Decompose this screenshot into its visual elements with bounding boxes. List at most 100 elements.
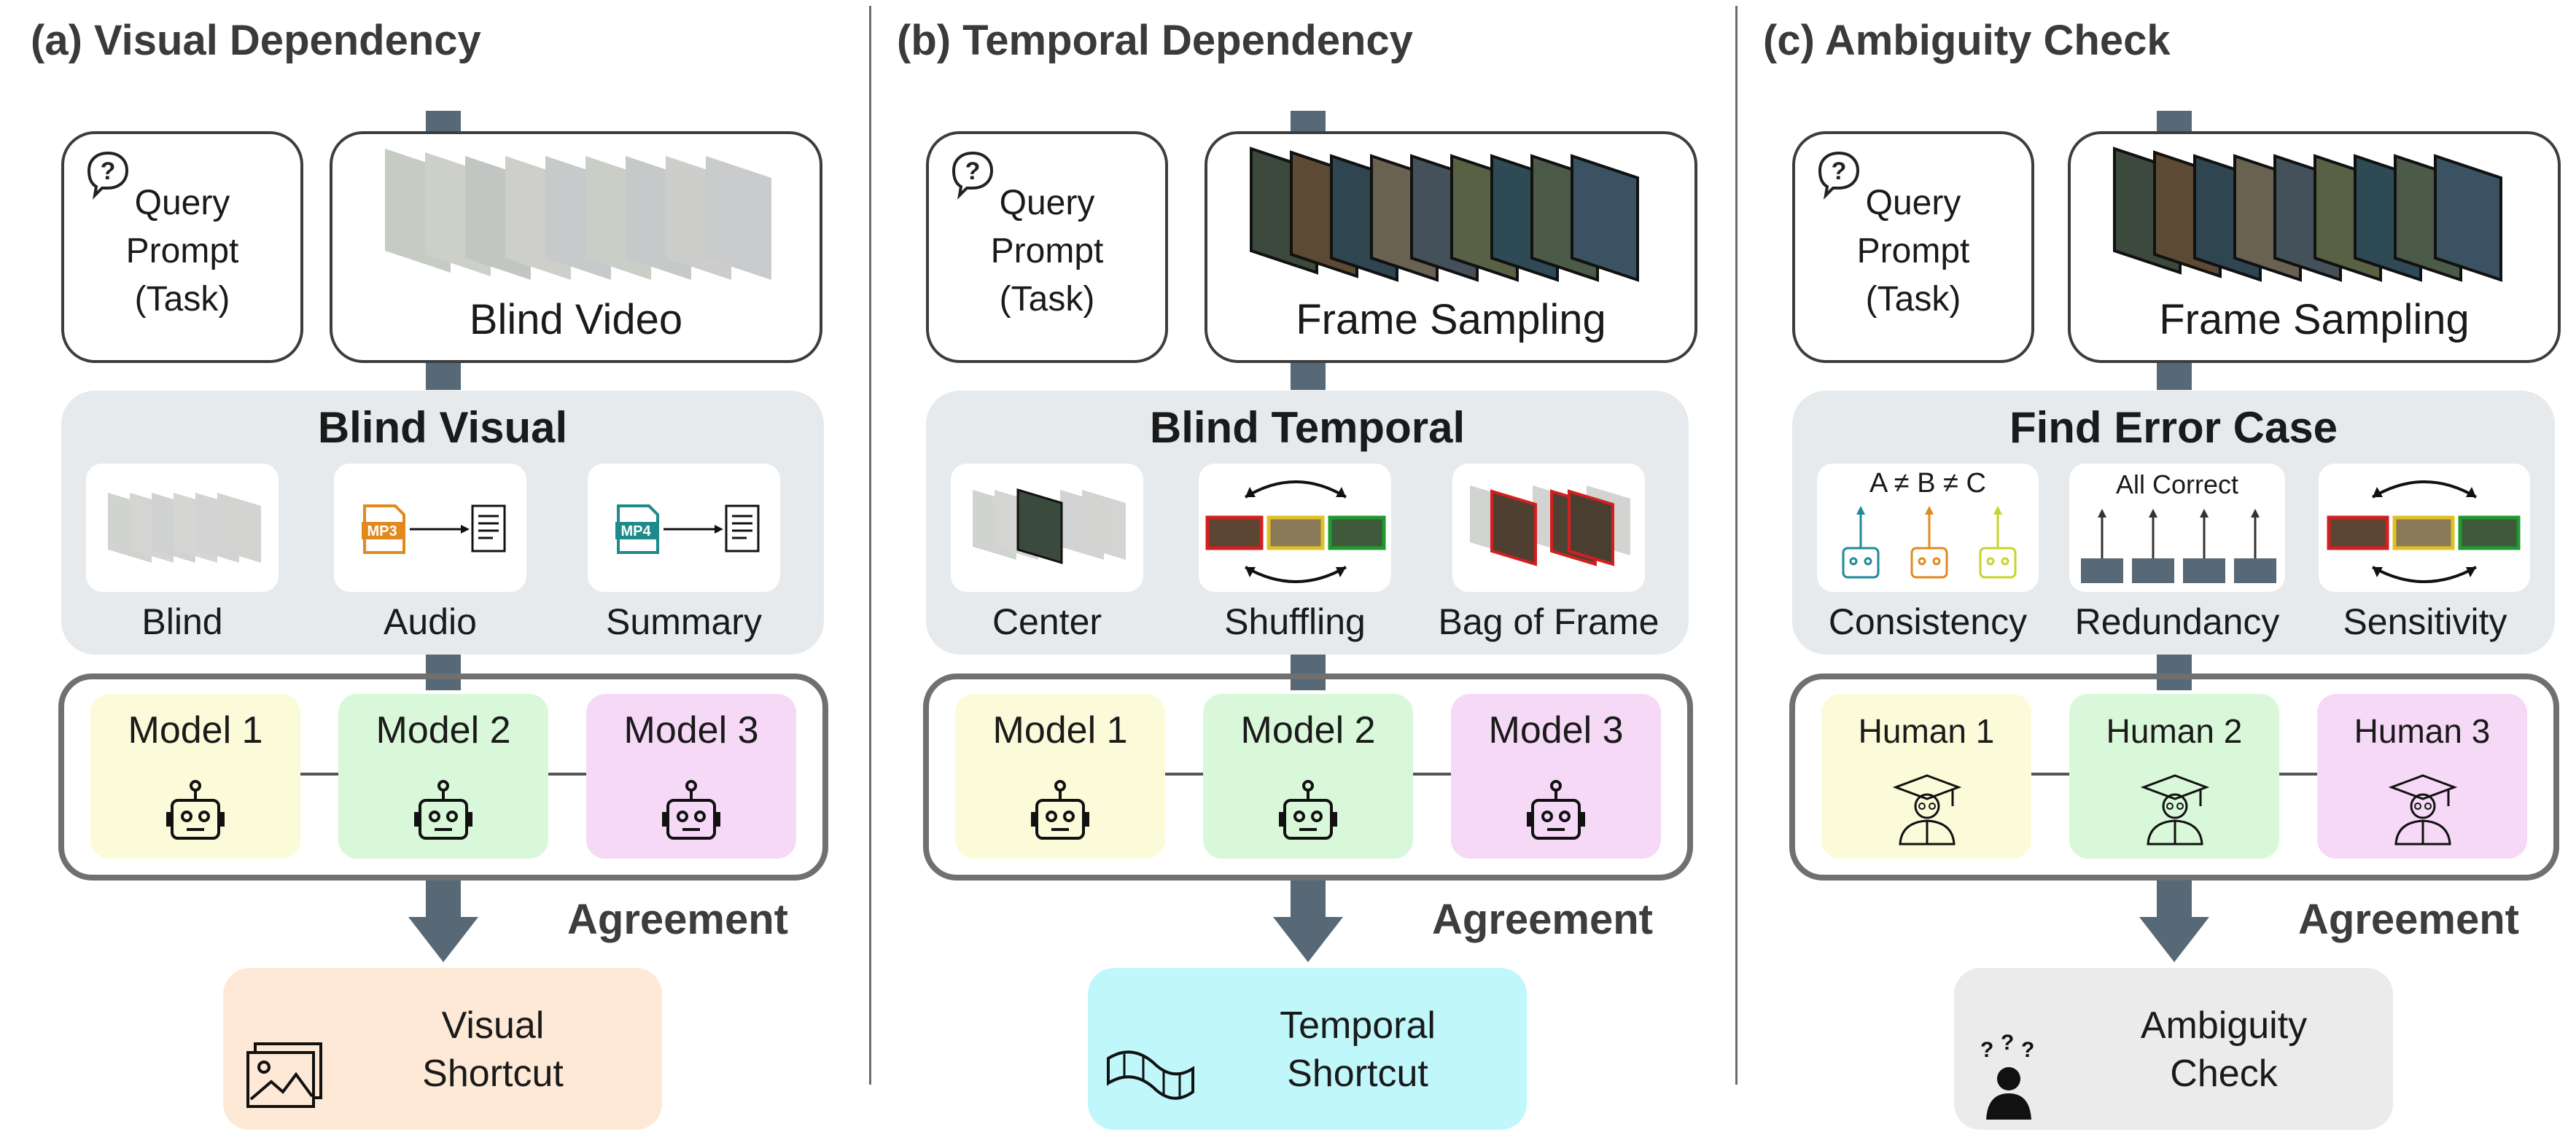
connector-line [548, 773, 589, 776]
panel-title: (a) Visual Dependency [31, 17, 481, 64]
graduate-icon [2388, 774, 2458, 846]
model-card-1: Model 1 [90, 694, 300, 859]
svg-text:?: ? [1832, 157, 1847, 185]
panel-ambiguity-check: (c) Ambiguity Check ? Query Prompt (Task… [1729, 0, 2576, 1132]
human-label: Human 3 [2354, 712, 2491, 750]
output-line: Shortcut [422, 1053, 564, 1095]
model-label: Model 3 [1488, 709, 1624, 752]
svg-text:?: ? [1980, 1038, 1993, 1062]
svg-text:?: ? [101, 157, 116, 185]
output-line: Visual [441, 1004, 545, 1047]
model-label: Model 1 [992, 709, 1128, 752]
evaluator-frame [1789, 674, 2559, 881]
flow-pipe [1291, 879, 1326, 918]
flow-pipe [2157, 879, 2192, 918]
query-prompt-box: ? Query Prompt (Task) [926, 131, 1168, 363]
query-line: Query [999, 184, 1095, 222]
method-card-summary: MP4 [588, 464, 780, 592]
swap-arrows-icon [2327, 480, 2521, 583]
model-card-2: Model 2 [1203, 694, 1413, 859]
svg-text:?: ? [2001, 1031, 2014, 1055]
video-label: Frame Sampling [1296, 296, 1606, 343]
svg-text:?: ? [965, 157, 981, 185]
flow-pipe [426, 361, 461, 390]
query-text: Query Prompt (Task) [929, 179, 1165, 324]
evaluator-frame [58, 674, 828, 881]
blind-temporal-stage: Blind Temporal Center [926, 391, 1689, 655]
method-label: Sensitivity [2343, 601, 2507, 642]
output-text: Temporal Shortcut [1212, 1002, 1503, 1098]
method-card-center [951, 464, 1143, 592]
panel-temporal-dependency: (b) Temporal Dependency ? Query Prompt (… [865, 0, 1732, 1132]
sampled-frames-illustration [1250, 147, 1639, 282]
consistency-formula: A ≠ B ≠ C [1869, 468, 1986, 499]
video-label: Blind Video [469, 296, 683, 343]
video-box: Frame Sampling [2068, 131, 2561, 363]
connector-line [2031, 773, 2078, 776]
flow-pipe [2157, 111, 2192, 133]
method-label: Shuffling [1224, 601, 1366, 642]
robot-icon [1527, 780, 1585, 840]
video-to-text-icon: MP4 [615, 504, 760, 554]
panel-title: (c) Ambiguity Check [1763, 17, 2171, 64]
query-line: Query [134, 184, 230, 222]
method-card-bag-of-frame [1452, 464, 1645, 592]
human-label: Human 2 [2106, 712, 2243, 750]
query-prompt-box: ? Query Prompt (Task) [1792, 131, 2034, 363]
panel-divider [869, 6, 871, 1085]
model-card-2: Model 2 [338, 694, 548, 859]
image-icon [246, 1042, 322, 1108]
model-label: Model 2 [375, 709, 511, 752]
flow-pipe [1291, 361, 1326, 390]
blind-frames-icon [108, 493, 261, 563]
method-card-consistency: A ≠ B ≠ C [1817, 464, 2039, 592]
query-line: (Task) [999, 280, 1095, 319]
speech-bubble-question-icon: ? [952, 151, 994, 200]
query-prompt-box: ? Query Prompt (Task) [61, 131, 303, 363]
all-correct-bars-icon [2081, 509, 2276, 583]
query-line: Prompt [990, 232, 1104, 270]
flow-pipe [2157, 654, 2192, 690]
flow-pipe [426, 111, 461, 133]
speech-bubble-question-icon: ? [1818, 151, 1860, 200]
query-line: Prompt [1856, 232, 1970, 270]
robots-disagree-icon [1842, 506, 2017, 579]
sampled-frames-illustration [2113, 147, 2502, 282]
connector-line [300, 773, 347, 776]
query-text: Query Prompt (Task) [64, 179, 300, 324]
robot-icon [414, 780, 472, 840]
connector-line [1413, 773, 1454, 776]
film-strip-icon [1107, 1050, 1194, 1100]
flow-pipe [1291, 111, 1326, 133]
agreement-label: Agreement [567, 896, 788, 943]
graduate-icon [1892, 774, 1962, 846]
stage-title: Find Error Case [2009, 403, 2338, 452]
connector-line [1165, 773, 1212, 776]
method-card-audio: MP3 [334, 464, 526, 592]
method-label: Consistency [1828, 601, 2028, 642]
method-label: Summary [606, 601, 762, 642]
bag-of-frames-icon [1470, 485, 1630, 566]
robot-icon [662, 780, 720, 840]
model-label: Model 1 [128, 709, 263, 752]
svg-text:?: ? [2021, 1038, 2034, 1062]
file-tag-mp4: MP4 [620, 523, 651, 539]
robot-icon [1279, 780, 1337, 840]
robot-icon [166, 780, 225, 840]
find-error-case-stage: Find Error Case A ≠ B ≠ C [1792, 391, 2555, 655]
evaluator-frame [923, 674, 1693, 881]
human-card-3: Human 3 [2317, 694, 2527, 859]
output-ambiguity-check: ? ? ? Ambiguity Check [1954, 968, 2393, 1130]
query-line: (Task) [1865, 280, 1961, 319]
center-frame-icon [973, 488, 1126, 565]
connector-line [2279, 773, 2320, 776]
flow-pipe [426, 654, 461, 690]
output-text: Ambiguity Check [2078, 1002, 2370, 1098]
graduate-icon [2140, 774, 2210, 846]
stage-title: Blind Temporal [1149, 403, 1466, 452]
output-line: Temporal [1280, 1004, 1436, 1047]
method-card-blind [86, 464, 279, 592]
query-text: Query Prompt (Task) [1795, 179, 2031, 324]
panel-title: (b) Temporal Dependency [897, 17, 1413, 64]
flow-pipe [2157, 361, 2192, 390]
